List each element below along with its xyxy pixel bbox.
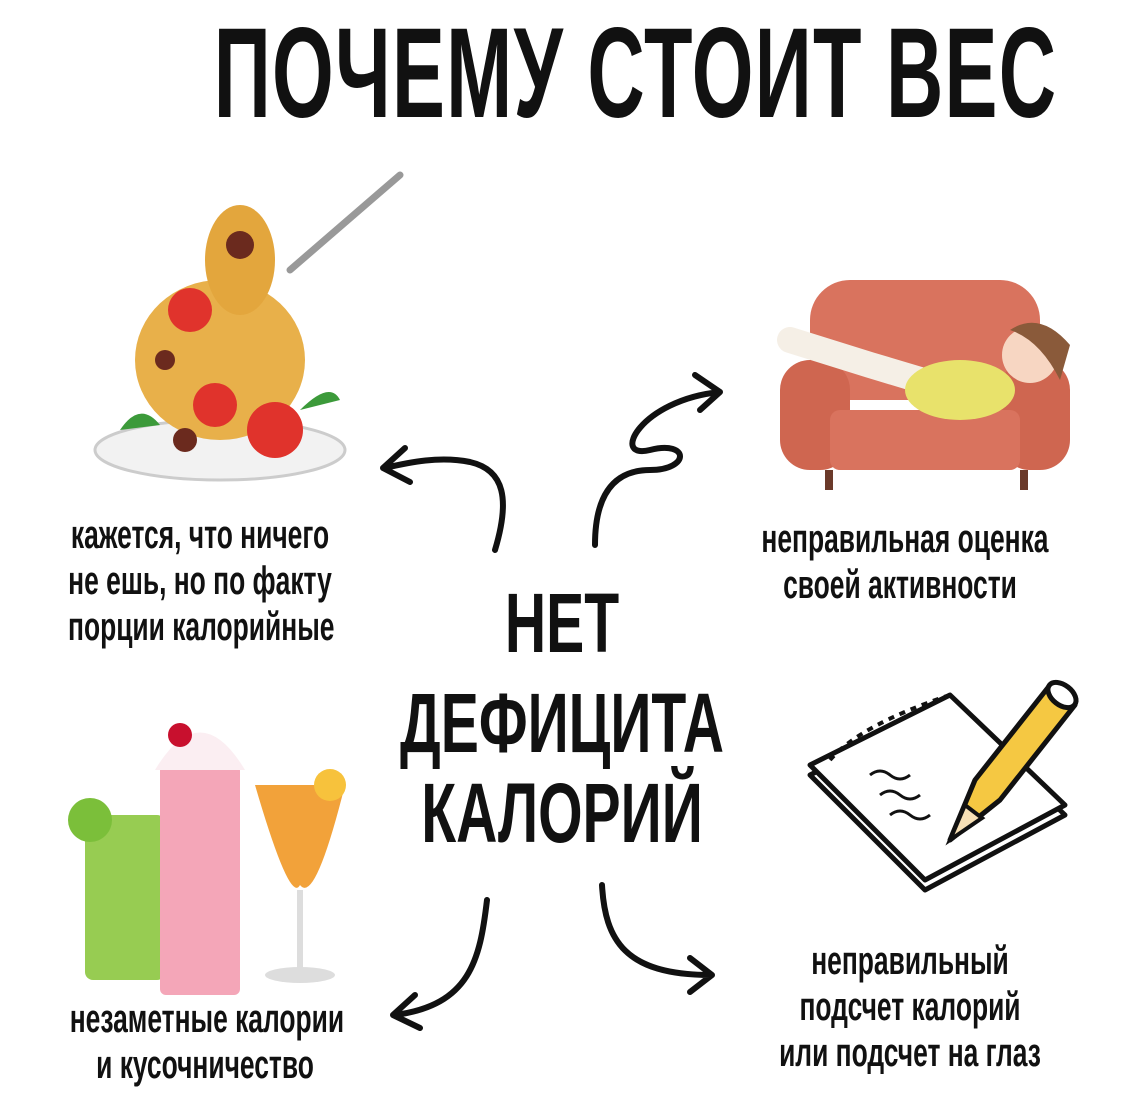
caption-line: порции калорийные: [68, 605, 335, 649]
caption-line: подсчет калорий: [799, 985, 1021, 1029]
caption-line: неправильный: [811, 939, 1009, 983]
notebook-pencil-illustration: [807, 679, 1079, 893]
center-line-1: НЕТ: [504, 576, 620, 670]
caption-top-right: неправильная оценка своей активности: [761, 516, 1049, 608]
arrow-bottom-right: [599, 882, 715, 995]
drinks-illustration: [68, 723, 346, 995]
caption-line: незаметные калории: [69, 997, 345, 1041]
caption-bottom-left: незаметные калории и кусочничество: [69, 996, 345, 1088]
center-line-3: КАЛОРИЙ: [421, 766, 703, 860]
caption-line: и кусочничество: [96, 1043, 314, 1087]
caption-line: или подсчет на глаз: [779, 1031, 1041, 1075]
sofa-lazy-girl-illustration: [777, 280, 1070, 490]
pencil-icon: [945, 679, 1079, 846]
caption-line: не ешь, но по факту: [68, 559, 332, 603]
caption-line: своей активности: [783, 563, 1017, 607]
pasta-plate-illustration: [93, 171, 404, 482]
caption-line: кажется, что ничего: [70, 513, 330, 557]
caption-top-left: кажется, что ничего не ешь, но по факту …: [68, 512, 335, 650]
caption-line: неправильная оценка: [761, 517, 1049, 561]
arrow-bottom-left: [390, 897, 490, 1031]
center-line-2: ДЕФИЦИТА: [400, 676, 724, 770]
fork-icon: [286, 171, 404, 274]
arrow-top-left: [380, 445, 506, 553]
caption-bottom-right: неправильный подсчет калорий или подсчет…: [771, 938, 1048, 1076]
arrow-top-right: [592, 372, 723, 548]
